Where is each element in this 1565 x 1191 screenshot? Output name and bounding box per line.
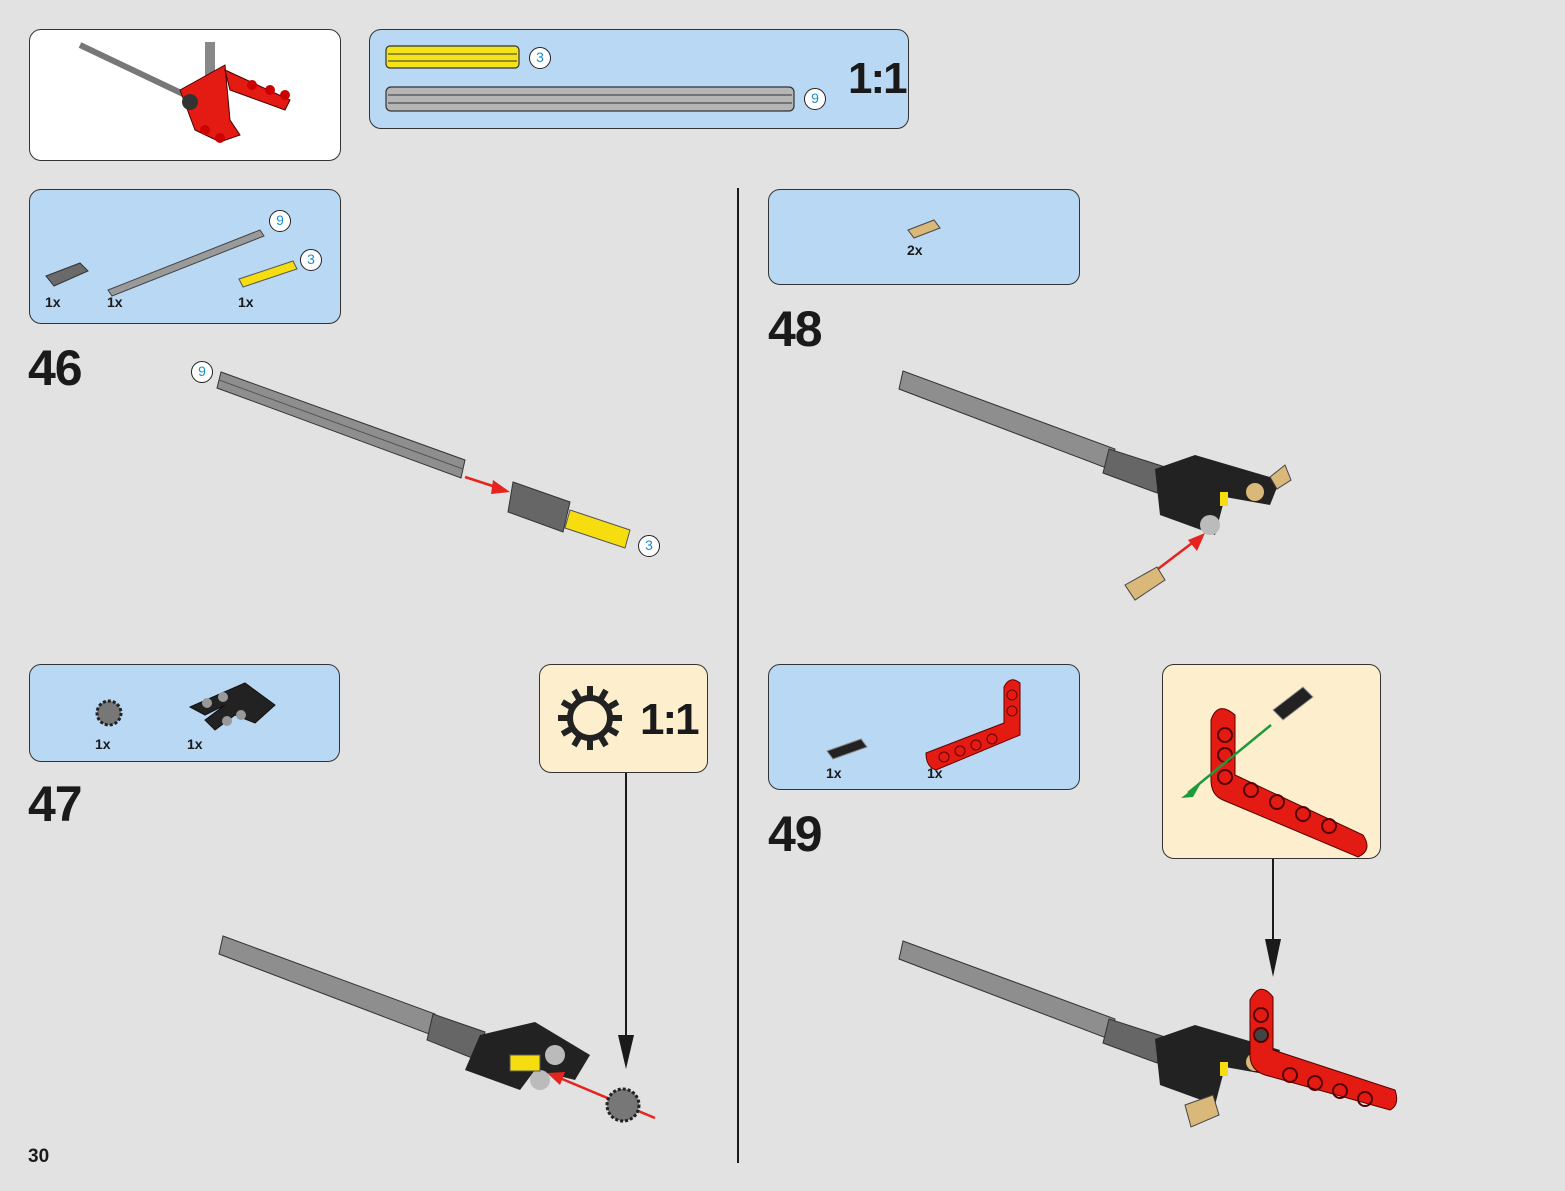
- grey-axle-icon: [107, 229, 265, 297]
- length-badge: 9: [191, 361, 213, 383]
- length-badge: 9: [269, 210, 291, 232]
- tan-pin-icon: [907, 219, 941, 239]
- callout-assembly-image: [1181, 686, 1368, 858]
- step-number: 46: [28, 340, 83, 396]
- step-47-diagram: [218, 935, 656, 1123]
- gear-outline-icon: [558, 686, 622, 750]
- length-badge: 3: [300, 249, 322, 271]
- step-number: 49: [768, 806, 823, 862]
- gear-scale-callout: 1:1: [539, 664, 708, 773]
- step-49-parts-box: 1x 1x: [768, 664, 1080, 790]
- model-preview-image: [78, 42, 291, 143]
- length-ruler-box: 3 9 1:1: [369, 29, 909, 129]
- page-number: 30: [28, 1146, 50, 1167]
- scale-label: 1:1: [848, 54, 908, 103]
- part-qty: 1x: [238, 294, 254, 310]
- callout-arrow: [1265, 859, 1281, 977]
- model-preview-box: [29, 29, 341, 161]
- step-46-parts-box: 1x 9 1x 3 1x: [29, 189, 341, 324]
- step-number: 48: [768, 301, 823, 357]
- step-48-parts-box: 2x: [768, 189, 1080, 285]
- part-qty: 1x: [107, 294, 123, 310]
- yellow-axle-icon: [238, 260, 298, 288]
- beam-pin-callout: [1162, 664, 1381, 859]
- part-qty: 1x: [45, 294, 61, 310]
- length-badge: 3: [529, 47, 551, 69]
- part-qty: 1x: [826, 765, 842, 781]
- axle-connector-icon: [45, 262, 89, 287]
- step-48-diagram: [898, 370, 1292, 601]
- callout-arrow: [618, 773, 634, 1069]
- yellow-axle-icon: [385, 45, 520, 69]
- length-badge: 3: [638, 535, 660, 557]
- part-qty: 2x: [907, 242, 923, 258]
- part-qty: 1x: [187, 736, 203, 752]
- part-qty: 1x: [927, 765, 943, 781]
- part-qty: 1x: [95, 736, 111, 752]
- black-pin-icon: [826, 738, 868, 760]
- grey-axle-icon: [385, 86, 795, 112]
- black-angled-beam-icon: [188, 682, 276, 731]
- step-49-diagram: [898, 940, 1398, 1128]
- length-badge: 9: [804, 88, 826, 110]
- step-46-diagram: [216, 371, 631, 549]
- red-l-beam-icon: [925, 679, 1021, 771]
- column-divider: [737, 188, 739, 1163]
- step-number: 47: [28, 776, 83, 832]
- scale-label: 1:1: [640, 695, 700, 744]
- gear-icon: [95, 699, 123, 727]
- step-47-parts-box: 1x 1x: [29, 664, 340, 762]
